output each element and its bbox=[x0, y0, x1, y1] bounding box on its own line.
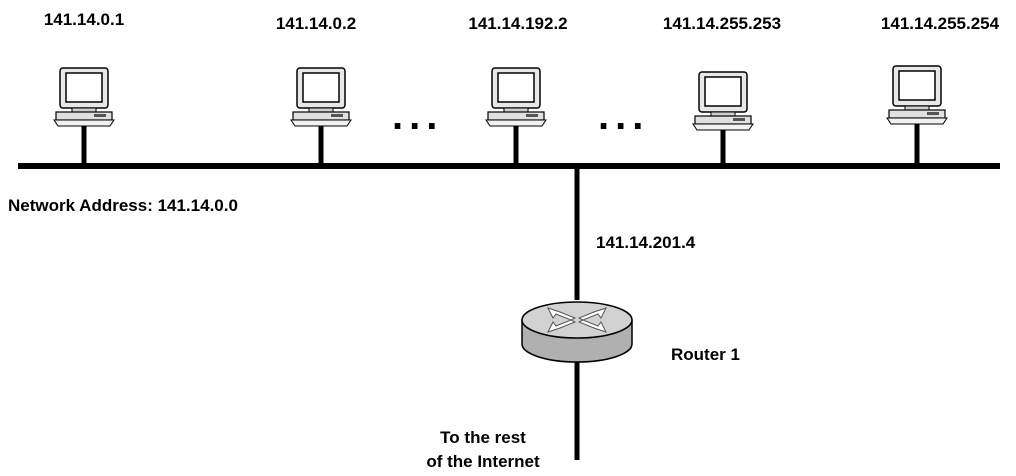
ellipsis: ... bbox=[392, 94, 444, 138]
host-ip-label: 141.14.255.254 bbox=[880, 14, 1000, 33]
internet-label-line2: of the Internet bbox=[426, 452, 540, 471]
computer-icon bbox=[53, 67, 115, 127]
ellipsis: ... bbox=[598, 94, 650, 138]
router-interface-ip-label: 141.14.201.4 bbox=[596, 233, 696, 252]
host-3 bbox=[485, 67, 547, 166]
computer-icon bbox=[692, 71, 754, 131]
host-ip-label: 141.14.192.2 bbox=[468, 14, 568, 33]
router-name-label: Router 1 bbox=[671, 345, 740, 364]
host-5 bbox=[886, 65, 948, 166]
host-2 bbox=[290, 67, 352, 166]
computer-icon bbox=[290, 67, 352, 127]
router-icon bbox=[521, 301, 633, 363]
computer-icon bbox=[485, 67, 547, 127]
host-1 bbox=[53, 67, 115, 166]
network-address-label: Network Address: 141.14.0.0 bbox=[8, 196, 238, 215]
host-ip-label: 141.14.0.2 bbox=[275, 14, 357, 33]
host-ip-label: 141.14.0.1 bbox=[43, 10, 125, 29]
internet-label-line1: To the rest bbox=[440, 428, 526, 447]
host-ip-label: 141.14.255.253 bbox=[662, 14, 782, 33]
computer-icon bbox=[886, 65, 948, 125]
host-4 bbox=[692, 71, 754, 166]
